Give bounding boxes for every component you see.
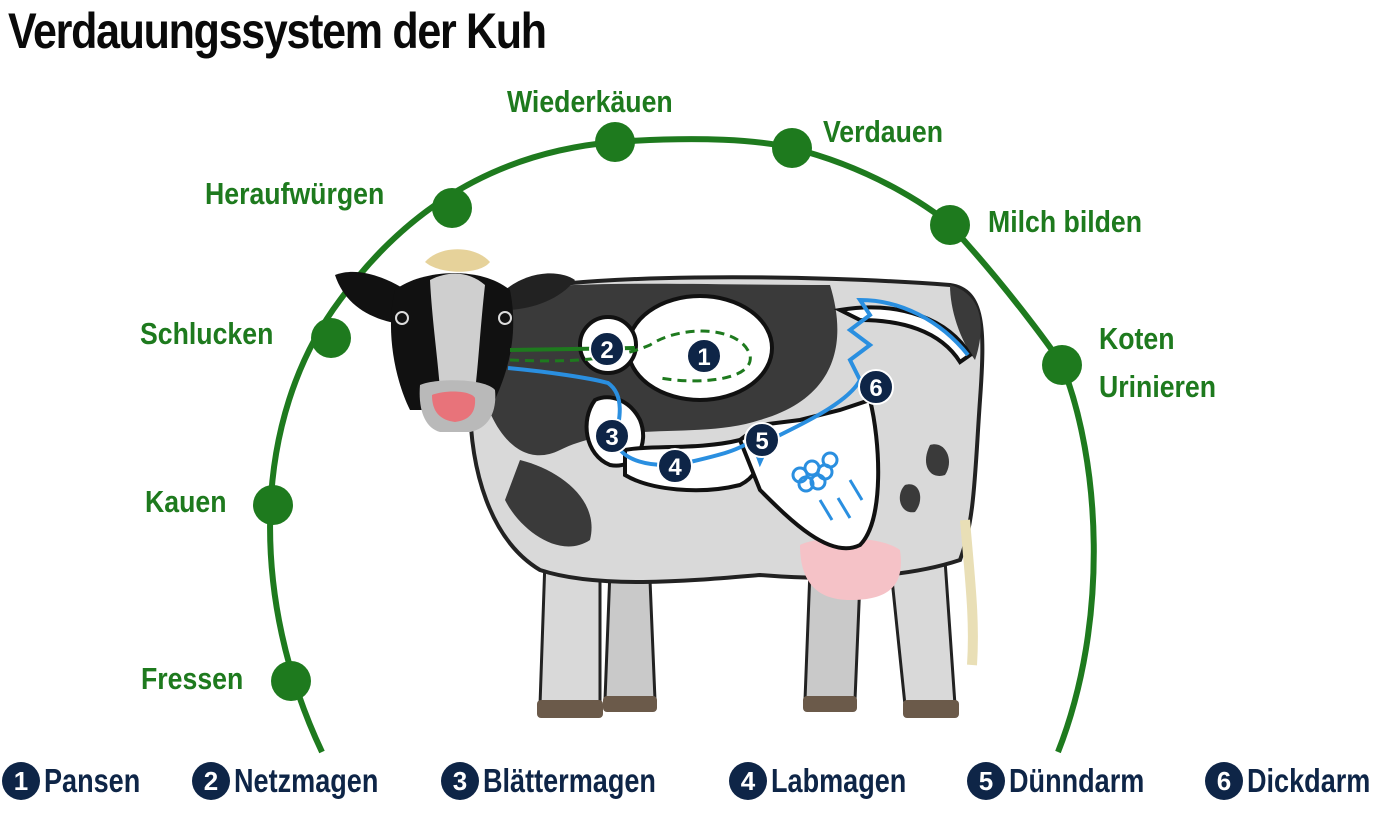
legend-number-badge: 3 (441, 762, 479, 800)
svg-text:4: 4 (668, 454, 682, 481)
legend-number-badge: 2 (192, 762, 230, 800)
nose (432, 391, 476, 422)
legend-label: Pansen (44, 762, 141, 799)
legend-item-netzmagen: 2 Netzmagen (192, 762, 410, 800)
legend-label: Netzmagen (234, 762, 379, 799)
legend-number-badge: 6 (1205, 762, 1243, 800)
svg-text:1: 1 (697, 344, 710, 371)
cow-head (335, 249, 575, 432)
legend-item-duenndarm: 5 Dünndarm (967, 762, 1174, 800)
stage-koten: Koten Urinieren (1099, 315, 1216, 411)
marker-pansen: 1 (686, 338, 722, 374)
legend-number-badge: 4 (729, 762, 767, 800)
dot-milch-bilden (930, 205, 970, 245)
legend-item-blaettermagen: 3 Blättermagen (441, 762, 694, 800)
process-arc (267, 136, 1097, 754)
legend-number-badge: 1 (2, 762, 40, 800)
marker-netzmagen: 2 (589, 331, 625, 367)
dot-schlucken (311, 318, 351, 358)
dot-heraufwuergen (432, 188, 472, 228)
legend-label: Dickdarm (1247, 762, 1371, 799)
marker-dickdarm: 6 (858, 369, 894, 405)
stage-koten-line1: Koten (1099, 321, 1175, 356)
stage-wiederkaeuen: Wiederkäuen (507, 84, 673, 119)
dot-koten (1042, 345, 1082, 385)
organ-dickdarm (833, 305, 973, 365)
legend-item-labmagen: 4 Labmagen (729, 762, 936, 800)
svg-text:2: 2 (600, 337, 613, 364)
stage-verdauen: Verdauen (823, 114, 944, 149)
dot-wiederkaeuen (595, 122, 635, 162)
dot-kauen (253, 485, 293, 525)
marker-labmagen: 4 (657, 448, 693, 484)
svg-text:5: 5 (755, 428, 768, 455)
udder (800, 538, 901, 600)
legend-label: Dünndarm (1009, 762, 1145, 799)
stage-milch-bilden: Milch bilden (988, 204, 1143, 239)
stage-heraufwuergen: Heraufwürgen (205, 176, 385, 211)
dot-verdauen (772, 128, 812, 168)
legend-item-pansen: 1 Pansen (2, 762, 161, 800)
legend-label: Blättermagen (483, 762, 656, 799)
legend-item-dickdarm: 6 Dickdarm (1205, 762, 1397, 800)
stage-schlucken: Schlucken (140, 316, 274, 351)
stage-fressen: Fressen (141, 661, 244, 696)
stage-koten-line2: Urinieren (1099, 369, 1217, 405)
stage-kauen: Kauen (145, 484, 227, 519)
marker-duenndarm: 5 (744, 422, 780, 458)
dot-fressen (271, 661, 311, 701)
legend-number-badge: 5 (967, 762, 1005, 800)
diagram-title: Verdauungssystem der Kuh (8, 3, 547, 59)
marker-blaettermagen: 3 (594, 418, 630, 454)
svg-text:3: 3 (605, 424, 618, 451)
digestive-tract: 1 2 3 4 5 6 (507, 294, 973, 551)
legend-label: Labmagen (771, 762, 907, 799)
svg-text:6: 6 (869, 375, 882, 402)
process-stage-dots (253, 122, 1082, 701)
organ-legend: 1 Pansen 2 Netzmagen 3 Blättermagen 4 La… (0, 762, 1400, 812)
